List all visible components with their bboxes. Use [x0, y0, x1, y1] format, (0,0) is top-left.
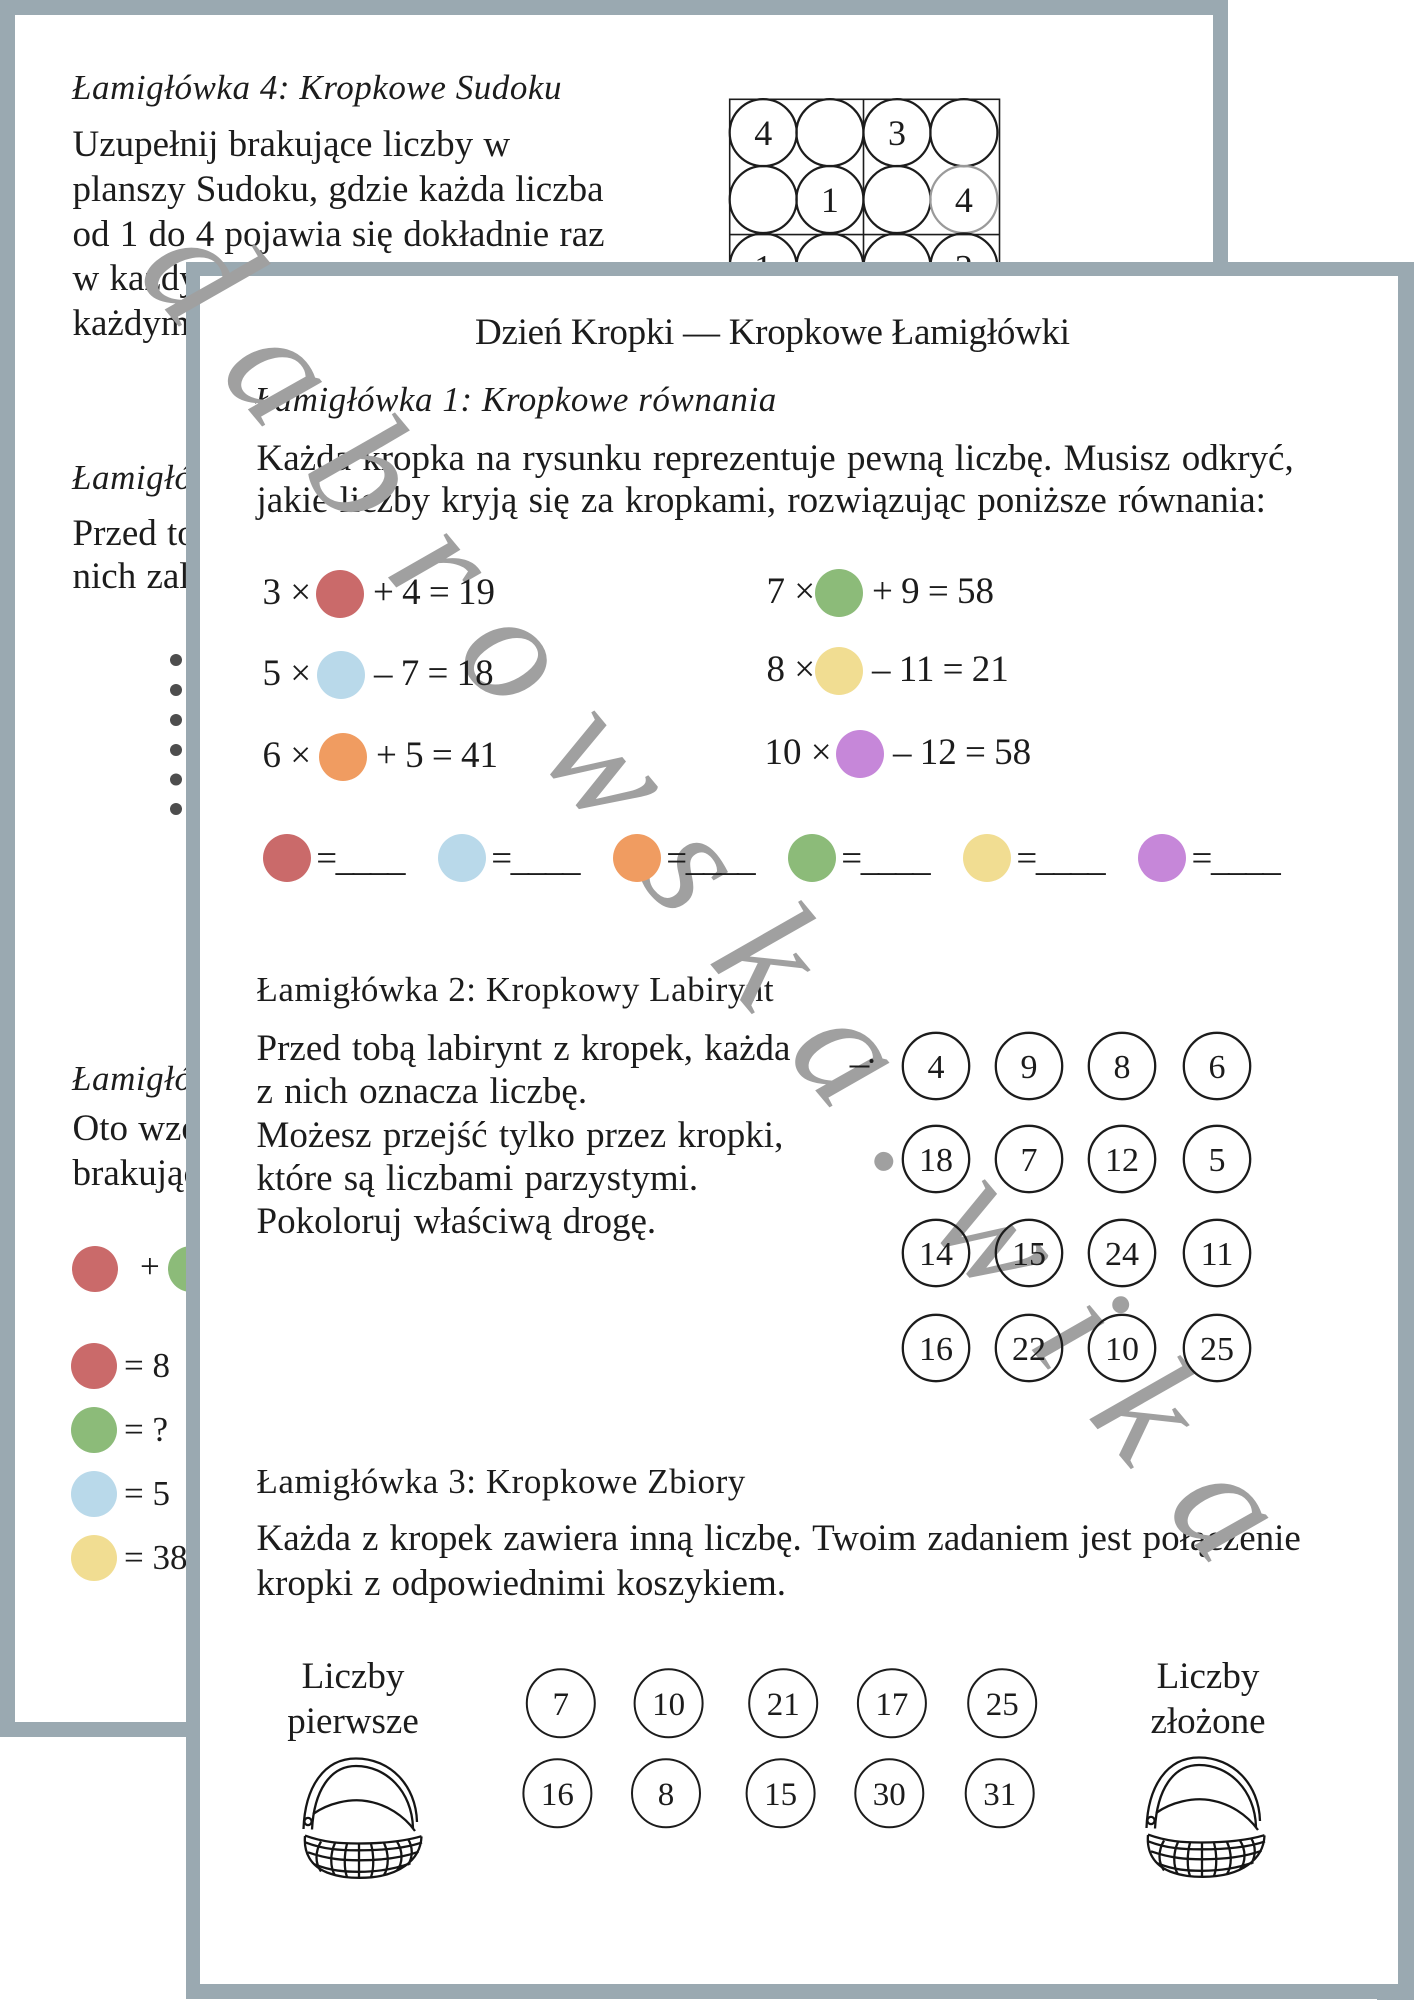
svg-text:24: 24 — [1105, 1236, 1139, 1273]
svg-text:15: 15 — [764, 1777, 797, 1813]
svg-text:3: 3 — [888, 113, 906, 153]
svg-text:18: 18 — [919, 1142, 953, 1179]
svg-text:4: 4 — [754, 113, 772, 153]
svg-text:14: 14 — [919, 1236, 953, 1273]
svg-text:17: 17 — [875, 1687, 908, 1723]
svg-text:4: 4 — [955, 180, 973, 220]
svg-text:16: 16 — [541, 1777, 574, 1813]
svg-text:7: 7 — [1021, 1142, 1038, 1179]
svg-text:6: 6 — [1209, 1049, 1226, 1086]
svg-text:8: 8 — [658, 1777, 675, 1813]
svg-text:21: 21 — [767, 1687, 800, 1723]
svg-text:10: 10 — [652, 1687, 685, 1723]
svg-text:4: 4 — [928, 1049, 945, 1086]
svg-text:12: 12 — [1105, 1142, 1139, 1179]
svg-text:30: 30 — [873, 1777, 906, 1813]
svg-text:16: 16 — [919, 1331, 953, 1368]
svg-text:22: 22 — [1012, 1331, 1046, 1368]
svg-text:10: 10 — [1105, 1331, 1139, 1368]
svg-text:7: 7 — [553, 1687, 570, 1723]
svg-text:9: 9 — [1021, 1049, 1038, 1086]
svg-text:11: 11 — [1201, 1236, 1234, 1273]
svg-text:25: 25 — [986, 1687, 1019, 1723]
svg-text:5: 5 — [1209, 1142, 1226, 1179]
svg-text:1: 1 — [821, 180, 839, 220]
svg-text:8: 8 — [1114, 1049, 1131, 1086]
svg-text:31: 31 — [983, 1777, 1016, 1813]
svg-text:15: 15 — [1012, 1236, 1046, 1273]
svg-text:25: 25 — [1200, 1331, 1234, 1368]
